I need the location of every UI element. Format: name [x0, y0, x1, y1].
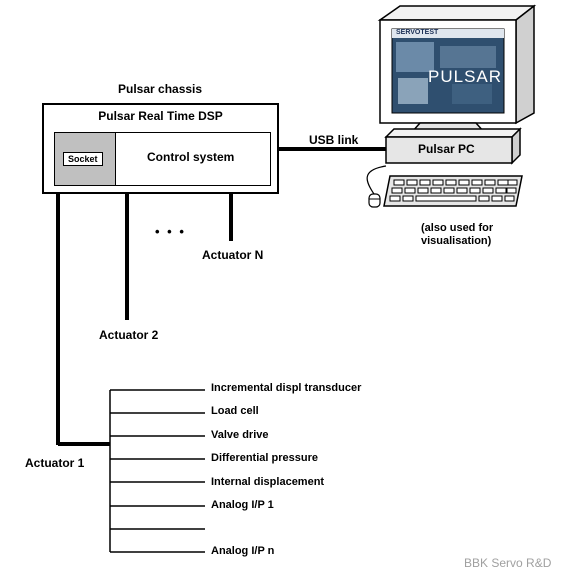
mouse-icon — [366, 165, 387, 208]
signal-label: Valve drive — [211, 429, 269, 441]
pc-note-line2: visualisation) — [421, 235, 492, 247]
dsp-box: Pulsar Real Time DSP Socket Control syst… — [42, 103, 279, 194]
chassis-title: Pulsar chassis — [118, 82, 203, 96]
socket-label: Socket — [63, 152, 103, 166]
actuator-1-label: Actuator 1 — [25, 456, 85, 470]
signal-label: Differential pressure — [211, 452, 318, 464]
control-system-box: Socket Control system — [54, 132, 271, 186]
pulsar-pc-label: Pulsar PC — [418, 142, 475, 156]
actuator-n-label: Actuator N — [202, 248, 264, 262]
keyboard-icon — [383, 175, 523, 207]
signal-label: Analog I/P 1 — [211, 499, 274, 511]
signal-label: Analog I/P n — [211, 545, 275, 557]
screen-logo: PULSAR — [428, 67, 503, 86]
signal-label: Incremental displ transducer — [211, 382, 362, 394]
dsp-title: Pulsar Real Time DSP — [98, 109, 223, 123]
screen-brand: SERVOTEST — [396, 29, 439, 36]
more-actuators-dots: • • • — [155, 224, 186, 239]
socket-panel: Socket — [55, 133, 116, 185]
actuator-2-label: Actuator 2 — [99, 328, 159, 342]
control-system-label: Control system — [147, 150, 235, 164]
signal-label: Internal displacement — [211, 476, 325, 488]
footer-credit: BBK Servo R&D — [464, 556, 552, 570]
usb-link-label: USB link — [309, 133, 359, 147]
pc-case-icon — [384, 127, 522, 165]
signal-label: Load cell — [211, 405, 259, 417]
pc-note-line1: (also used for — [421, 222, 494, 234]
